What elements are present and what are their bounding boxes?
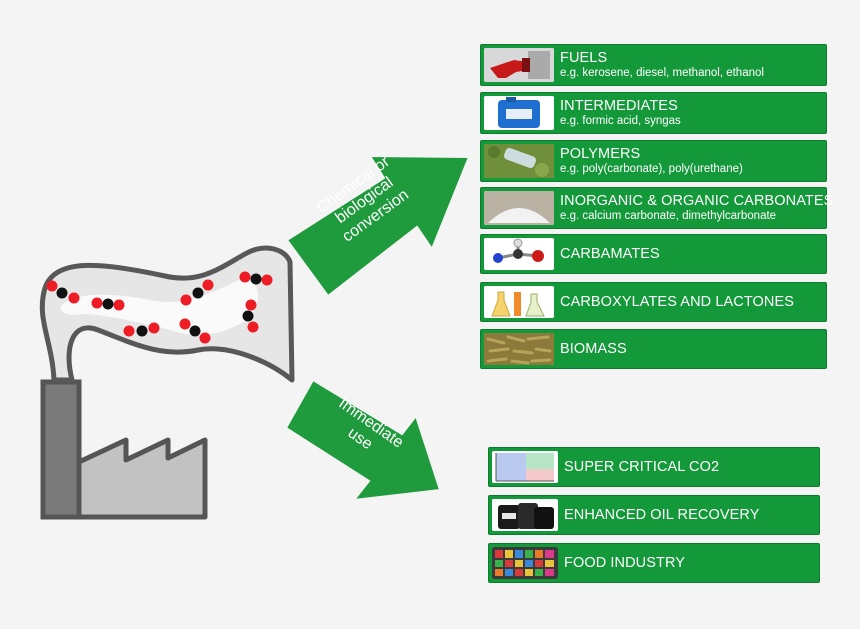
fuel-nozzle-icon (484, 48, 554, 82)
oxygen-atom (247, 321, 259, 333)
smoke-cloud (39, 245, 295, 383)
co2-molecules (46, 271, 273, 344)
carbon-atom (56, 287, 68, 299)
use-enhanced-oil-recovery: ENHANCED OIL RECOVERY (488, 495, 820, 535)
product-carboxylates: CARBOXYLATES AND LACTONES (480, 282, 827, 322)
factory-chimney (40, 379, 82, 520)
product-title: CARBAMATES (560, 245, 660, 262)
arrow-chemical-conversion (285, 154, 471, 298)
oxygen-atom (91, 297, 103, 309)
product-subtitle: e.g. kerosene, diesel, methanol, ethanol (560, 67, 764, 80)
product-subtitle: e.g. poly(carbonate), poly(urethane) (560, 163, 743, 176)
oxygen-atom (179, 318, 191, 330)
product-subtitle: e.g. formic acid, syngas (560, 115, 681, 128)
product-carbamates: CARBAMATES (480, 234, 827, 274)
use-title: SUPER CRITICAL CO2 (564, 458, 720, 475)
carbon-atom (136, 325, 148, 337)
product-title: INTERMEDIATES (560, 97, 678, 114)
product-title: BIOMASS (560, 340, 627, 357)
carbon-atom (242, 310, 254, 322)
chemical-drum-icon (484, 96, 554, 130)
shop-shelves-icon (492, 547, 558, 579)
product-subtitle: e.g. calcium carbonate, dimethylcarbonat… (560, 210, 777, 223)
powder-pile-icon (484, 191, 554, 225)
oil-barrels-icon (492, 499, 558, 531)
product-title: CARBOXYLATES AND LACTONES (560, 293, 795, 310)
oxygen-atom (202, 279, 214, 291)
use-title: FOOD INDUSTRY (564, 554, 686, 571)
oxygen-atom (68, 292, 80, 304)
arrow-immediate-use (284, 378, 442, 502)
lab-flasks-icon (484, 286, 554, 318)
carbon-atom (189, 325, 201, 337)
carbon-atom (250, 273, 262, 285)
oxygen-atom (180, 294, 192, 306)
factory-building (76, 437, 208, 520)
oxygen-atom (239, 271, 251, 283)
oxygen-atom (148, 322, 160, 334)
oxygen-atom (123, 325, 135, 337)
oxygen-atom (199, 332, 211, 344)
use-title: ENHANCED OIL RECOVERY (564, 506, 760, 523)
carbon-atom (102, 298, 114, 310)
oxygen-atom (113, 299, 125, 311)
factory-icon (40, 379, 208, 520)
use-supercritical-co2: SUPER CRITICAL CO2 (488, 447, 820, 487)
oxygen-atom (245, 299, 257, 311)
molecule-model-icon (484, 238, 554, 270)
product-title: INORGANIC & ORGANIC CARBONATES (560, 192, 834, 209)
product-biomass: BIOMASS (480, 329, 827, 369)
plastic-bottle-icon (484, 144, 554, 178)
oxygen-atom (46, 280, 58, 292)
product-title: FUELS (560, 49, 608, 66)
use-food-industry: FOOD INDUSTRY (488, 543, 820, 583)
carbon-atom (192, 287, 204, 299)
product-title: POLYMERS (560, 145, 641, 162)
biomass-pellets-icon (484, 333, 554, 365)
phase-diagram-icon (492, 451, 558, 483)
oxygen-atom (261, 274, 273, 286)
